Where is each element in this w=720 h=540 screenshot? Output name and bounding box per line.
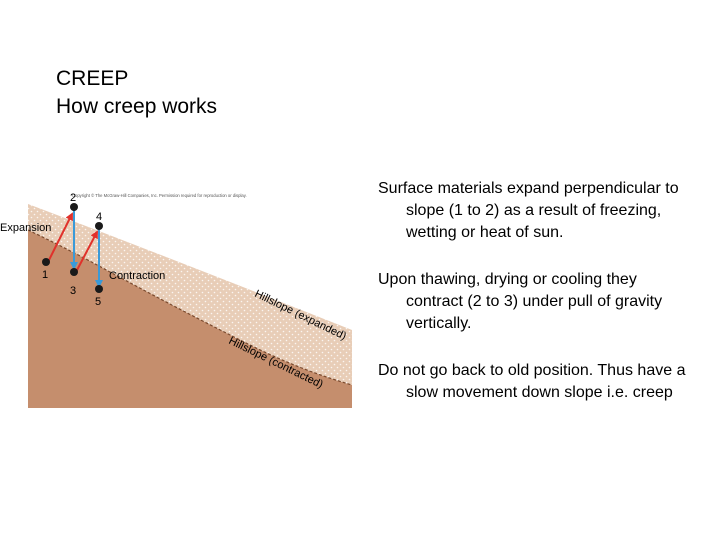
point-1-label: 1 — [42, 269, 48, 281]
copyright-note: Copyright © The McGraw-Hill Companies, I… — [72, 193, 247, 198]
bullet-expansion: Surface materials expand perpendicular t… — [378, 180, 679, 241]
explanation-text: Surface materials expand perpendicular t… — [378, 178, 698, 429]
point-4-marker — [95, 222, 103, 230]
point-3-marker — [70, 268, 78, 276]
point-1-marker — [42, 258, 50, 266]
expansion-arrow-1-to-2 — [47, 212, 73, 263]
expanded-soil-texture — [28, 204, 352, 385]
expansion-label: Expansion — [0, 222, 51, 234]
slide-subtitle: How creep works — [56, 95, 218, 118]
point-5-label: 5 — [95, 296, 101, 308]
point-2-marker — [70, 203, 78, 211]
bedrock-mass — [28, 230, 352, 408]
point-5-marker — [95, 285, 103, 293]
creep-diagram-svg: Copyright © The McGraw-Hill Companies, I… — [0, 192, 353, 408]
point-2-label: 2 — [70, 192, 76, 204]
creep-diagram: Copyright © The McGraw-Hill Companies, I… — [0, 180, 360, 410]
point-3-label: 3 — [70, 285, 76, 297]
contraction-label: Contraction — [109, 270, 165, 282]
expansion-arrow-3-to-4 — [75, 230, 98, 273]
point-4-label: 4 — [96, 211, 102, 223]
bullet-contraction: Upon thawing, drying or cooling they con… — [378, 271, 663, 332]
bullet-creep: Do not go back to old position. Thus hav… — [378, 362, 686, 401]
slide-title: CREEP — [56, 67, 129, 90]
